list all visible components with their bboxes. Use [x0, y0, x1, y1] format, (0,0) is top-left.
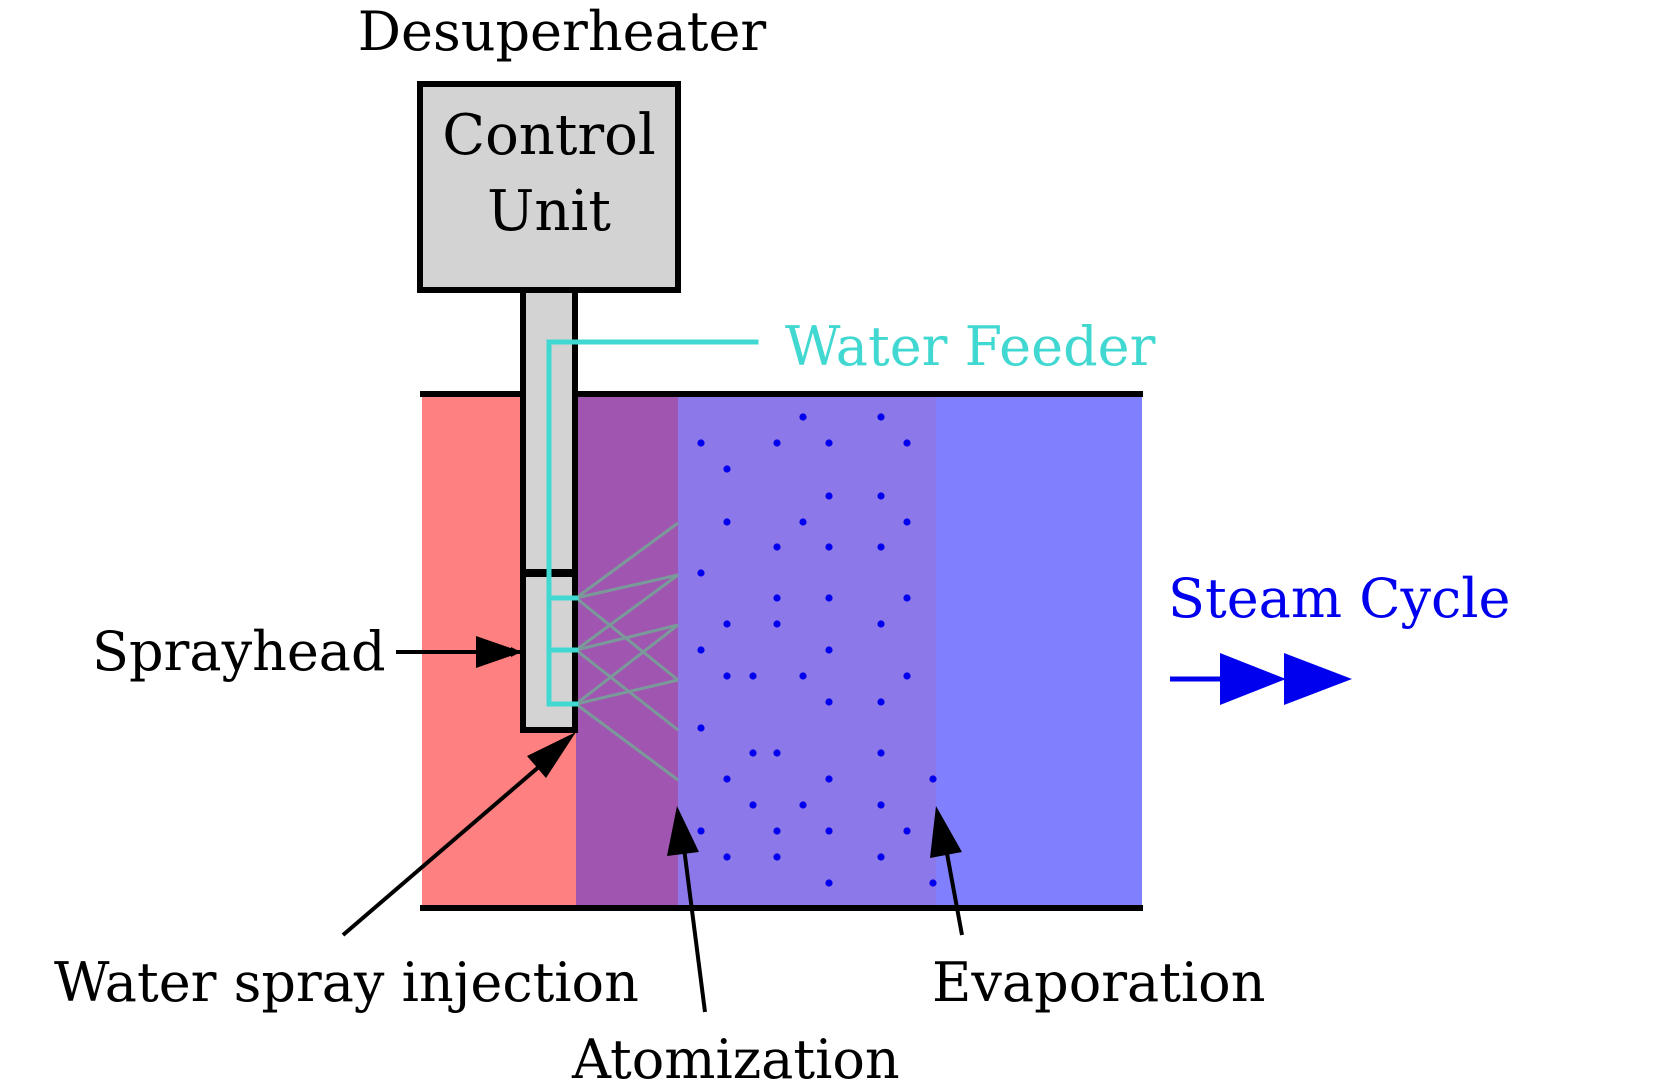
control-unit-label-line2: Unit — [487, 179, 611, 244]
water-droplet — [799, 672, 807, 680]
water-droplet — [773, 439, 781, 447]
water-droplet — [773, 594, 781, 602]
water-droplet — [825, 594, 833, 602]
water-droplet — [749, 672, 757, 680]
water-droplet — [929, 879, 937, 887]
evaporation-arrow — [944, 847, 964, 936]
water-droplet — [773, 749, 781, 757]
diagram-title: Desuperheater — [358, 0, 767, 63]
water-feeder-line — [546, 339, 759, 707]
water-droplet — [903, 672, 911, 680]
steam-cycle-arrow — [1170, 653, 1352, 705]
water-droplet — [903, 518, 911, 526]
water-spray-injection-arrow — [341, 751, 557, 937]
sprayhead-pointer-arrowhead — [476, 636, 522, 668]
water-droplet — [825, 775, 833, 783]
water-droplet — [773, 620, 781, 628]
water-droplet — [773, 543, 781, 551]
water-droplet — [697, 646, 705, 654]
water-droplets — [697, 413, 937, 887]
water-droplet — [723, 853, 731, 861]
water-droplet — [825, 698, 833, 706]
mixing-zone — [576, 394, 678, 908]
water-droplet — [877, 749, 885, 757]
water-feeder-label: Water Feeder — [785, 315, 1156, 378]
water-droplet — [749, 801, 757, 809]
water-droplet — [799, 413, 807, 421]
water-droplet — [825, 646, 833, 654]
water-droplet — [723, 672, 731, 680]
water-droplet — [877, 620, 885, 628]
evaporation-arrowhead — [930, 806, 962, 858]
water-droplet — [903, 594, 911, 602]
water-droplet — [929, 775, 937, 783]
water-droplet — [697, 569, 705, 577]
water-droplet — [877, 853, 885, 861]
water-droplet — [723, 620, 731, 628]
water-spray-injection-label: Water spray injection — [54, 951, 639, 1014]
water-droplet — [825, 492, 833, 500]
atomization-label: Atomization — [571, 1028, 900, 1080]
water-droplet — [799, 801, 807, 809]
spray-lines — [575, 521, 679, 782]
atomization-arrow — [682, 847, 707, 1013]
water-droplet — [723, 775, 731, 783]
water-droplet — [825, 879, 833, 887]
water-droplet — [877, 492, 885, 500]
water-droplet — [697, 724, 705, 732]
control-unit-box — [417, 81, 681, 293]
atomization-zone — [678, 394, 936, 908]
steam-cycle-label: Steam Cycle — [1168, 567, 1511, 630]
water-droplet — [773, 827, 781, 835]
water-droplet — [723, 518, 731, 526]
water-droplet — [825, 543, 833, 551]
water-spray-injection-arrowhead — [527, 732, 576, 778]
water-droplet — [697, 827, 705, 835]
control-unit-label-line1: Control — [442, 103, 656, 168]
water-droplet — [773, 853, 781, 861]
water-droplet — [903, 439, 911, 447]
water-droplet — [877, 413, 885, 421]
water-droplet — [877, 543, 885, 551]
water-droplet — [825, 439, 833, 447]
water-droplet — [877, 801, 885, 809]
water-droplet — [723, 465, 731, 473]
water-droplet — [877, 698, 885, 706]
water-droplet — [825, 827, 833, 835]
evaporation-label: Evaporation — [932, 951, 1265, 1014]
sprayhead-label: Sprayhead — [92, 620, 386, 683]
cooled-steam-zone — [936, 394, 1142, 908]
atomization-arrowhead — [667, 806, 699, 856]
water-droplet — [903, 827, 911, 835]
water-droplet — [749, 749, 757, 757]
water-droplet — [697, 439, 705, 447]
water-droplet — [799, 518, 807, 526]
